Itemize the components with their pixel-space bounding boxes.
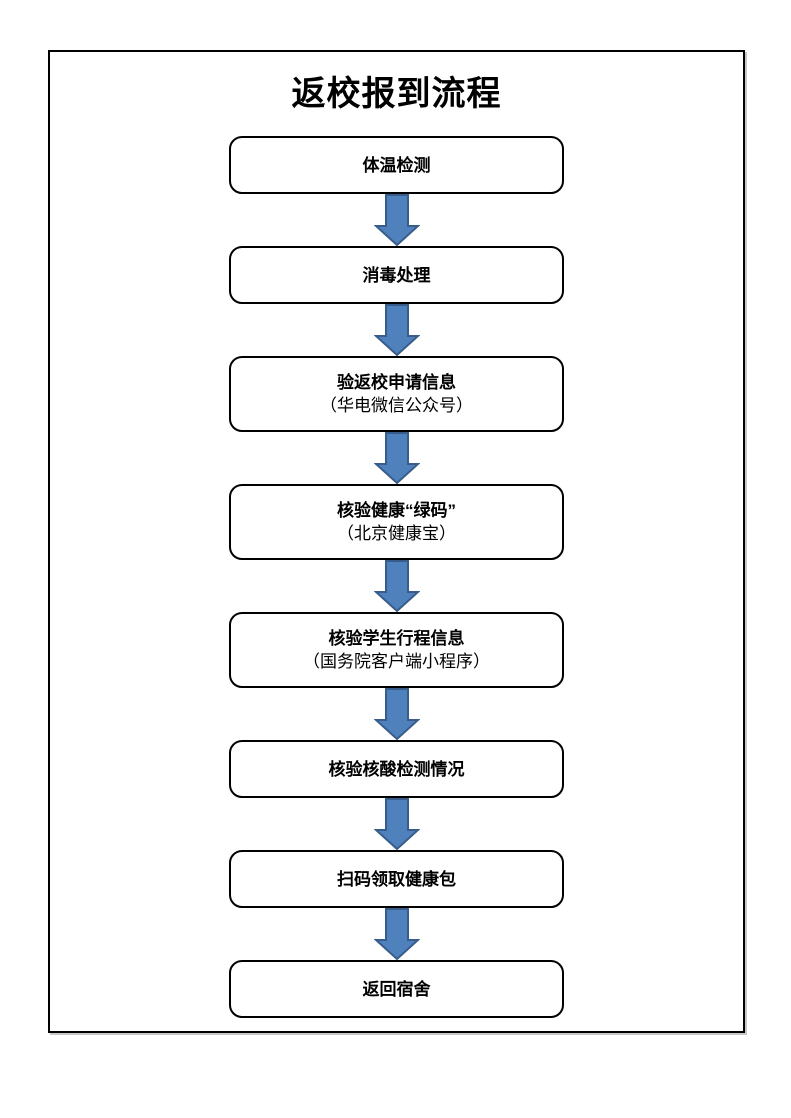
page-title: 返校报到流程 <box>291 74 502 114</box>
flow-step-nucleic-acid-test: 核验核酸检测情况 <box>229 740 564 798</box>
flow-step-disinfection: 消毒处理 <box>229 246 564 304</box>
flow-step-health-pack: 扫码领取健康包 <box>229 850 564 908</box>
flow-step-travel-info: 核验学生行程信息 （国务院客户端小程序） <box>229 612 564 688</box>
step-sublabel: （华电微信公众号） <box>320 395 473 416</box>
down-arrow-icon <box>373 560 420 612</box>
down-arrow-shape <box>373 304 420 356</box>
step-label: 返回宿舍 <box>362 979 431 999</box>
step-sublabel: （北京健康宝） <box>337 523 456 544</box>
down-arrow-icon <box>373 432 420 484</box>
down-arrow-icon <box>373 194 420 246</box>
flow-step-health-green-code: 核验健康“绿码” （北京健康宝） <box>229 484 564 560</box>
down-arrow-icon <box>373 304 420 356</box>
down-arrow-icon <box>373 798 420 850</box>
down-arrow-shape <box>373 560 420 612</box>
page-frame: 返校报到流程 体温检测 消毒处理 验返校申请信息 （华电微信公众号） 核验健康“… <box>48 50 745 1033</box>
down-arrow-shape <box>373 908 420 960</box>
down-arrow-icon <box>373 908 420 960</box>
down-arrow-shape <box>373 194 420 246</box>
down-arrow-shape <box>373 798 420 850</box>
step-label: 验返校申请信息 <box>337 372 456 392</box>
down-arrow-icon <box>373 688 420 740</box>
step-label: 核验健康“绿码” <box>337 500 456 520</box>
flow-step-return-application: 验返校申请信息 （华电微信公众号） <box>229 356 564 432</box>
down-arrow-shape <box>373 688 420 740</box>
step-label: 核验学生行程信息 <box>328 628 465 648</box>
step-label: 消毒处理 <box>362 265 431 285</box>
step-label: 核验核酸检测情况 <box>328 759 465 779</box>
step-sublabel: （国务院客户端小程序） <box>303 651 490 672</box>
flow-step-return-dormitory: 返回宿舍 <box>229 960 564 1018</box>
flowchart: 体温检测 消毒处理 验返校申请信息 （华电微信公众号） 核验健康“绿码” （北京… <box>50 136 743 1018</box>
flow-step-temperature-check: 体温检测 <box>229 136 564 194</box>
step-label: 扫码领取健康包 <box>337 869 456 889</box>
step-label: 体温检测 <box>362 155 431 175</box>
down-arrow-shape <box>373 432 420 484</box>
